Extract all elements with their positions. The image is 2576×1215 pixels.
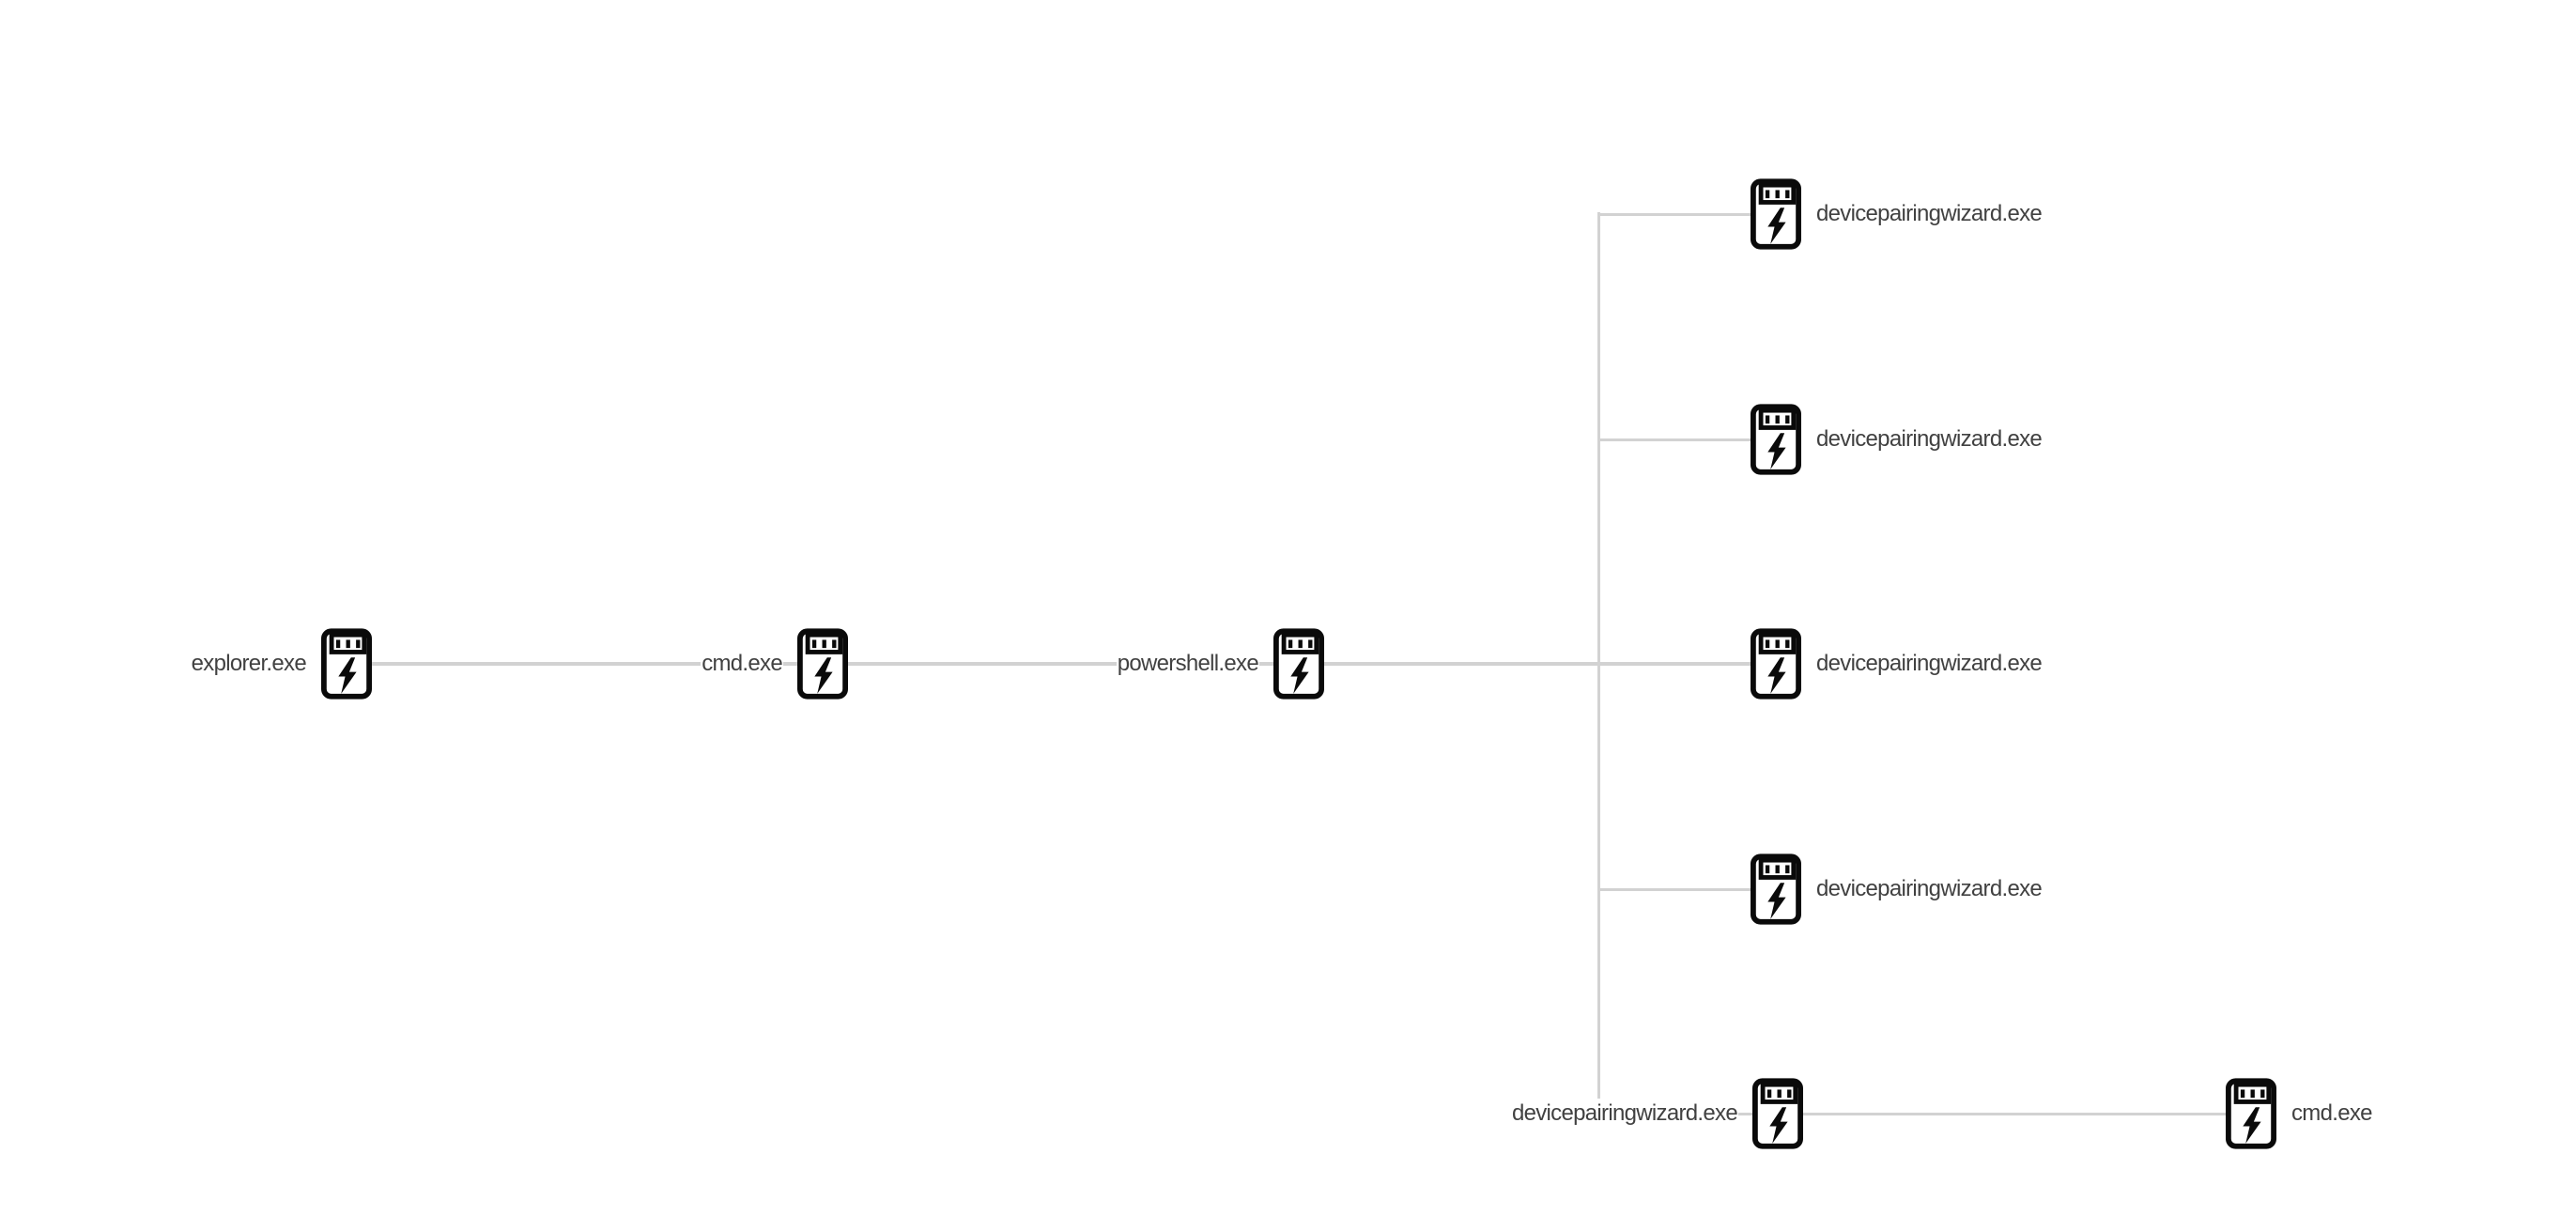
process-node-devicepairingwizard-2[interactable]: devicepairingwizard.exe [1751,404,2044,475]
process-lightning-icon [1752,1078,1803,1149]
edge-branch-child5-to-cmd [1597,1112,2251,1115]
process-node-powershell[interactable]: powershell.exe [1116,628,1324,700]
process-label: cmd.exe [701,648,783,680]
process-node-devicepairingwizard-5[interactable]: devicepairingwizard.exe [1510,1078,1803,1149]
edge-explorer-to-powershell-trunk [347,662,1776,666]
process-node-cmd-child[interactable]: cmd.exe [2226,1078,2373,1149]
process-label: devicepairingwizard.exe [1815,423,2044,455]
process-lightning-icon [797,628,848,700]
edge-branch-child2 [1597,438,1776,441]
process-lightning-icon [1751,404,1801,475]
process-node-devicepairingwizard-3[interactable]: devicepairingwizard.exe [1751,628,2044,700]
process-label: devicepairingwizard.exe [1815,648,2044,680]
process-node-cmd[interactable]: cmd.exe [701,628,848,700]
process-label: devicepairingwizard.exe [1510,1098,1738,1130]
process-lightning-icon [321,628,372,700]
edge-branch-child1 [1597,212,1776,216]
process-lightning-icon [1751,628,1801,700]
process-node-devicepairingwizard-4[interactable]: devicepairingwizard.exe [1751,854,2044,925]
process-label: devicepairingwizard.exe [1815,873,2044,905]
process-node-explorer[interactable]: explorer.exe [190,628,372,700]
process-label: powershell.exe [1116,648,1259,680]
process-lightning-icon [1751,178,1801,250]
edge-vertical-trunk [1597,212,1600,1114]
edge-branch-child4 [1597,887,1776,891]
process-label: explorer.exe [190,648,307,680]
process-lightning-icon [1273,628,1324,700]
process-lightning-icon [1751,854,1801,925]
process-label: cmd.exe [2291,1098,2373,1130]
process-lightning-icon [2226,1078,2276,1149]
process-node-devicepairingwizard-1[interactable]: devicepairingwizard.exe [1751,178,2044,250]
process-label: devicepairingwizard.exe [1815,198,2044,230]
